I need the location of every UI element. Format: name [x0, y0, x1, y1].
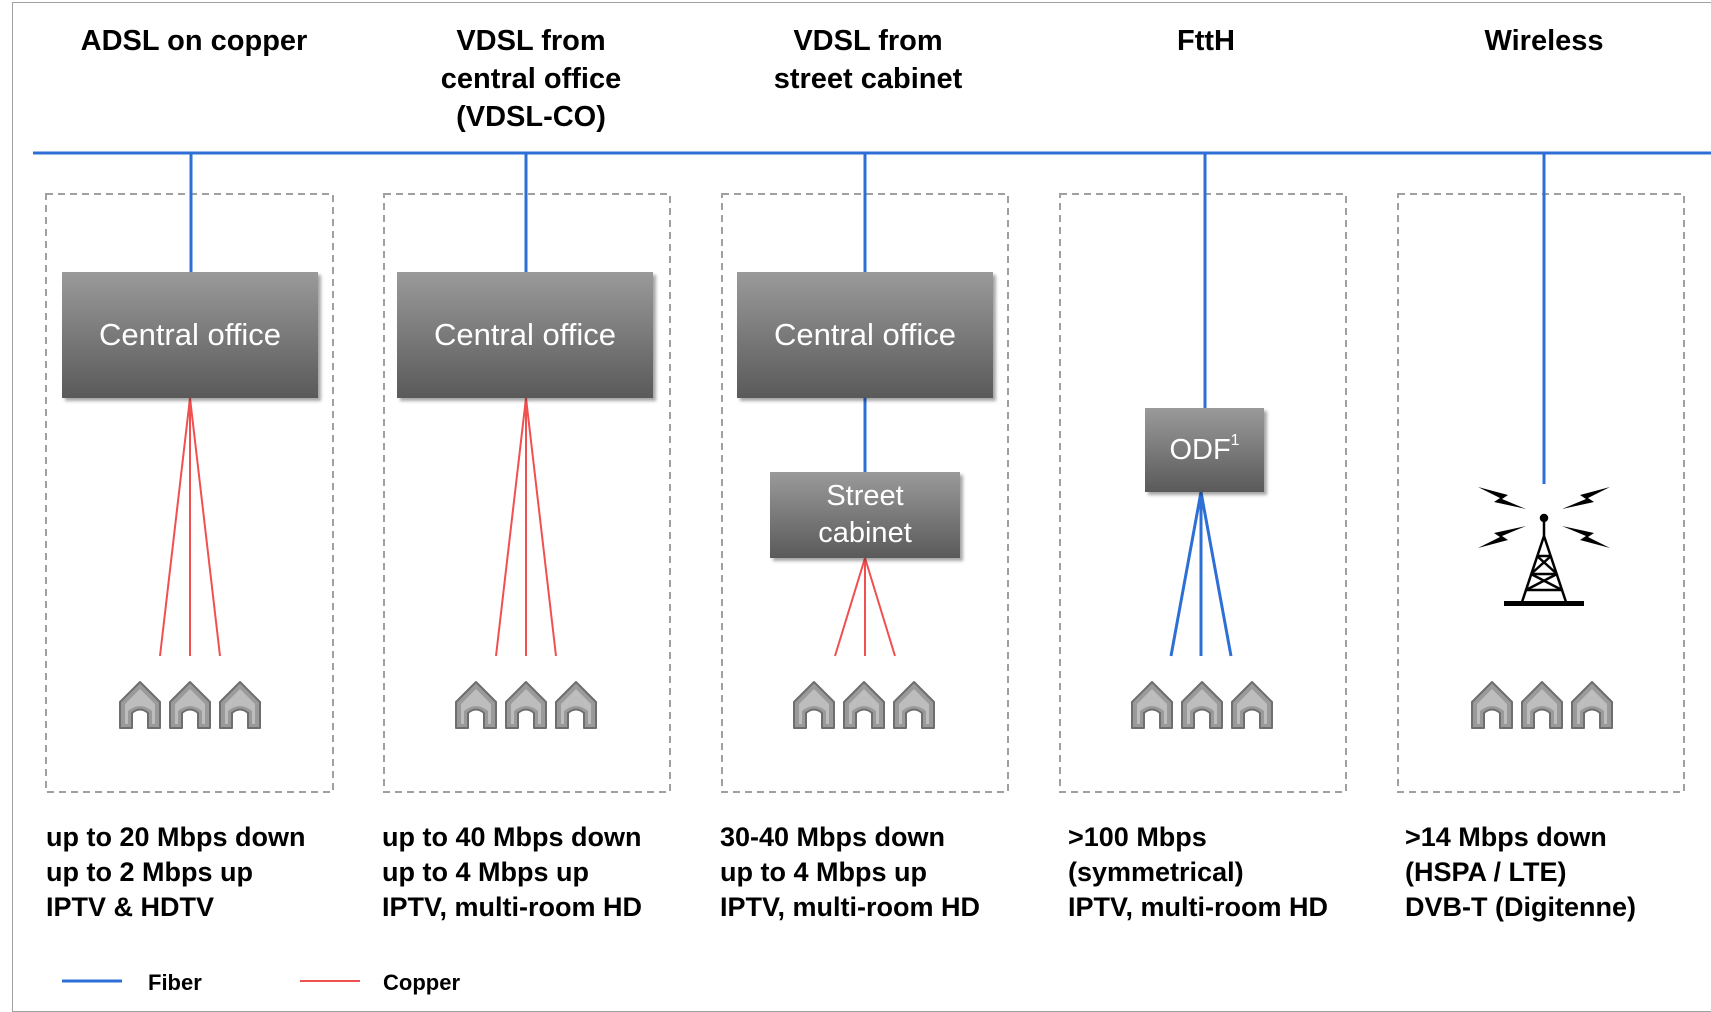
caption-adsl: up to 20 Mbps down up to 2 Mbps up IPTV … — [46, 820, 305, 925]
house-icon — [893, 681, 935, 729]
copper-fan-vdsl-street — [834, 557, 896, 657]
caption-line: >14 Mbps down — [1405, 822, 1607, 852]
central-office-box: Central office — [62, 272, 318, 398]
caption-line: >100 Mbps — [1068, 822, 1207, 852]
house-icon — [843, 681, 885, 729]
lightning-bolt-icon — [1478, 487, 1526, 509]
caption-line: IPTV & HDTV — [46, 892, 215, 922]
house-icon — [1571, 681, 1613, 729]
heading-wireless: Wireless — [1394, 22, 1694, 60]
caption-line: (HSPA / LTE) — [1405, 857, 1567, 887]
caption-line: IPTV, multi-room HD — [1068, 892, 1329, 922]
heading-line: street cabinet — [773, 63, 963, 95]
central-office-box: Central office — [397, 272, 653, 398]
street-cabinet-label-line: Street — [826, 480, 904, 512]
caption-wireless: >14 Mbps down (HSPA / LTE) DVB-T (Digite… — [1405, 820, 1636, 925]
caption-line: up to 4 Mbps up — [382, 857, 589, 887]
house-icon — [1471, 681, 1513, 729]
fiber-fan-ftth — [1169, 491, 1233, 657]
central-office-box: Central office — [737, 272, 993, 398]
legend-copper-label: Copper — [383, 970, 460, 995]
houses-ftth — [1131, 681, 1273, 729]
legend-fiber-label: Fiber — [148, 970, 202, 995]
house-icon — [1181, 681, 1223, 729]
caption-line: IPTV, multi-room HD — [382, 892, 643, 922]
central-office-label: Central office — [98, 317, 282, 352]
heading-vdsl-street: VDSL from street cabinet — [718, 22, 1018, 98]
caption-line: DVB-T (Digitenne) — [1405, 892, 1636, 922]
houses-adsl — [119, 681, 261, 729]
house-icon — [455, 681, 497, 729]
odf-text: ODF — [1169, 433, 1231, 466]
heading-line: VDSL from — [456, 25, 606, 57]
caption-line: (symmetrical) — [1068, 857, 1244, 887]
house-icon — [793, 681, 835, 729]
caption-line: up to 40 Mbps down — [382, 822, 642, 852]
house-icon — [1131, 681, 1173, 729]
column-frame-adsl — [45, 193, 334, 793]
caption-ftth: >100 Mbps (symmetrical) IPTV, multi-room… — [1068, 820, 1328, 925]
heading-line: Wireless — [1484, 25, 1604, 57]
central-office-label: Central office — [433, 317, 617, 352]
column-frame-vdsl-co — [383, 193, 671, 793]
heading-ftth: FttH — [1056, 22, 1356, 60]
heading-line: central office — [440, 63, 622, 95]
house-icon — [169, 681, 211, 729]
heading-adsl: ADSL on copper — [44, 22, 344, 60]
heading-vdsl-co: VDSL from central office (VDSL-CO) — [381, 22, 681, 136]
street-cabinet-box: Street cabinet — [770, 472, 960, 558]
caption-line: up to 20 Mbps down — [46, 822, 306, 852]
heading-line: VDSL from — [793, 25, 943, 57]
street-cabinet-label-line: cabinet — [818, 517, 912, 549]
copper-fan-adsl — [159, 397, 221, 657]
caption-line: 30-40 Mbps down — [720, 822, 946, 852]
houses-vdsl-co — [455, 681, 597, 729]
house-icon — [219, 681, 261, 729]
copper-fan-vdsl-co — [495, 397, 557, 657]
column-frame-wireless — [1397, 193, 1685, 793]
odf-footnote-marker: 1 — [1230, 431, 1240, 449]
radio-tower-icon — [1504, 513, 1584, 606]
caption-vdsl-co: up to 40 Mbps down up to 4 Mbps up IPTV,… — [382, 820, 642, 925]
house-icon — [555, 681, 597, 729]
lightning-bolt-icon — [1478, 526, 1526, 548]
houses-vdsl-street — [793, 681, 935, 729]
column-frame-vdsl-street — [721, 193, 1009, 793]
lightning-bolt-icon — [1562, 526, 1610, 548]
column-frame-ftth — [1059, 193, 1347, 793]
caption-vdsl-street: 30-40 Mbps down up to 4 Mbps up IPTV, mu… — [720, 820, 980, 925]
caption-line: up to 2 Mbps up — [46, 857, 253, 887]
caption-line: up to 4 Mbps up — [720, 857, 927, 887]
heading-line: ADSL on copper — [80, 25, 308, 57]
heading-line: (VDSL-CO) — [456, 101, 606, 133]
house-icon — [1231, 681, 1273, 729]
caption-line: IPTV, multi-room HD — [720, 892, 981, 922]
house-icon — [119, 681, 161, 729]
heading-line: FttH — [1177, 25, 1235, 57]
house-icon — [1521, 681, 1563, 729]
odf-label: ODF1 — [1169, 431, 1240, 467]
central-office-label: Central office — [773, 317, 957, 352]
lightning-bolt-icon — [1562, 487, 1610, 509]
houses-wireless — [1471, 681, 1613, 729]
house-icon — [505, 681, 547, 729]
odf-box: ODF1 — [1145, 408, 1264, 492]
